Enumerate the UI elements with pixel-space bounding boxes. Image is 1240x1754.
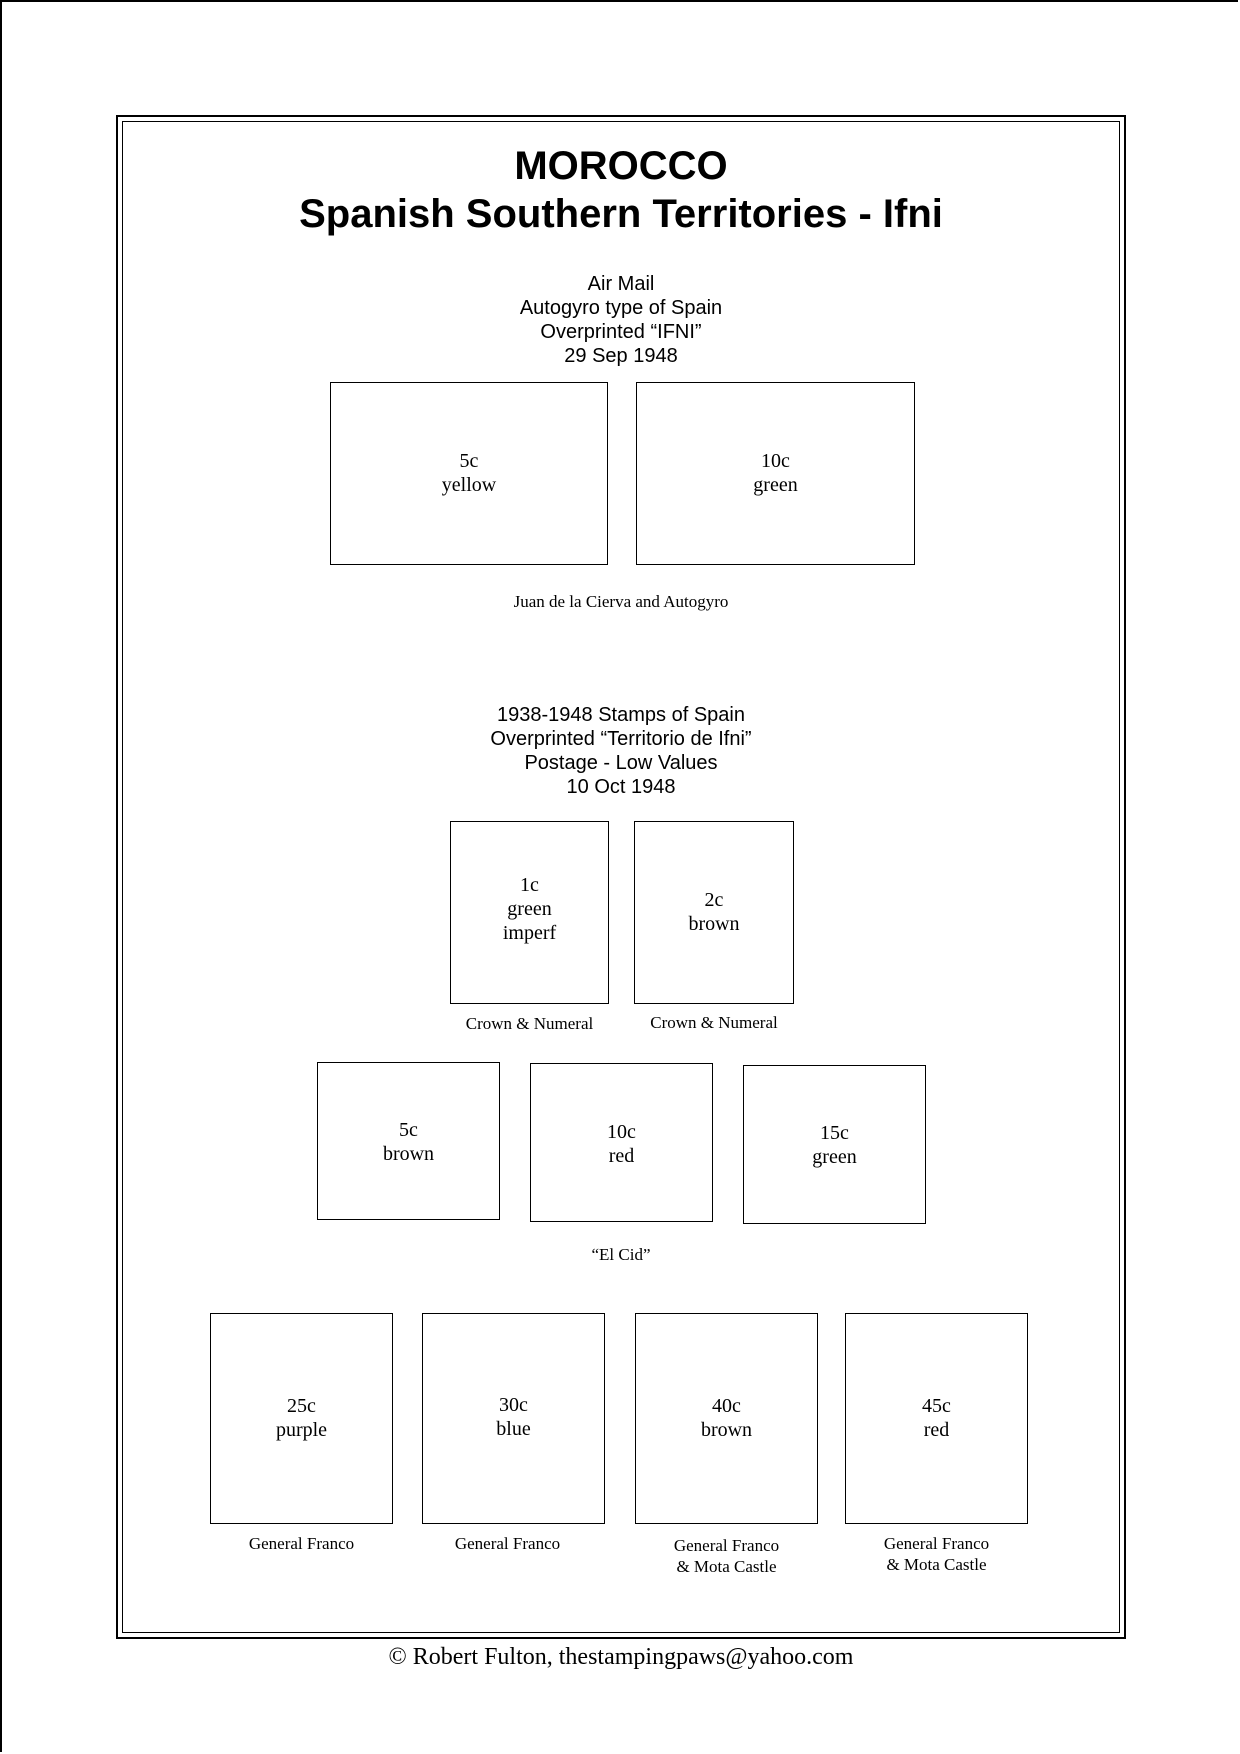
- stamp-box: 5c yellow: [330, 382, 608, 565]
- stamp-box: 40c brown: [635, 1313, 818, 1524]
- postage-heading-line: 1938-1948 Stamps of Spain: [497, 704, 745, 726]
- postage-heading-line: Postage - Low Values: [524, 752, 718, 774]
- stamp-box: 45c red: [845, 1313, 1028, 1524]
- stamp-caption: General Franco: [454, 1534, 561, 1553]
- stamp-note: imperf: [502, 922, 557, 944]
- page-subtitle: Spanish Southern Territories - Ifni: [299, 192, 943, 236]
- stamp-box: 15c green: [743, 1065, 926, 1224]
- stamp-color: green: [507, 898, 552, 920]
- stamp-caption: & Mota Castle: [676, 1557, 777, 1576]
- stamp-box: 10c green: [636, 382, 915, 565]
- stamp-color: purple: [275, 1419, 328, 1441]
- postage-heading-line: 10 Oct 1948: [566, 776, 676, 798]
- stamp-box: 1c green imperf: [450, 821, 609, 1004]
- stamp-caption: Crown & Numeral: [465, 1014, 594, 1033]
- stamp-caption: “El Cid”: [591, 1245, 651, 1264]
- stamp-color: green: [753, 474, 798, 496]
- copyright-footer: © Robert Fulton, thestampingpaws@yahoo.c…: [388, 1644, 854, 1670]
- stamp-value: 25c: [287, 1395, 316, 1417]
- airmail-heading-line: 29 Sep 1948: [564, 345, 678, 367]
- stamp-caption: & Mota Castle: [886, 1555, 987, 1574]
- stamp-value: 1c: [520, 874, 539, 896]
- airmail-heading-line: Air Mail: [587, 273, 655, 295]
- stamp-caption: General Franco: [883, 1534, 990, 1553]
- stamp-box: 2c brown: [634, 821, 794, 1004]
- stamp-color: yellow: [441, 474, 497, 496]
- stamp-value: 45c: [922, 1395, 951, 1417]
- airmail-heading-line: Overprinted “IFNI”: [540, 321, 702, 343]
- postage-heading-line: Overprinted “Territorio de Ifni”: [490, 728, 752, 750]
- stamp-box: 30c blue: [422, 1313, 605, 1524]
- page-border-outer: [116, 115, 1126, 1639]
- stamp-box: 10c red: [530, 1063, 713, 1222]
- stamp-value: 15c: [820, 1122, 849, 1144]
- stamp-color: red: [923, 1419, 950, 1441]
- stamp-color: green: [812, 1146, 857, 1168]
- stamp-color: brown: [382, 1143, 435, 1165]
- stamp-value: 5c: [399, 1119, 418, 1141]
- stamp-value: 5c: [459, 450, 479, 472]
- stamp-caption: Juan de la Cierva and Autogyro: [513, 592, 729, 611]
- stamp-caption: General Franco: [673, 1536, 780, 1555]
- stamp-box: 25c purple: [210, 1313, 393, 1524]
- stamp-box: 5c brown: [317, 1062, 500, 1220]
- airmail-heading-line: Autogyro type of Spain: [519, 297, 723, 319]
- stamp-caption: General Franco: [248, 1534, 355, 1553]
- page-title: MOROCCO: [514, 144, 728, 188]
- page-border-inner: [122, 121, 1120, 1633]
- stamp-color: brown: [700, 1419, 753, 1441]
- stamp-caption: Crown & Numeral: [650, 1013, 778, 1032]
- stamp-color: brown: [688, 913, 740, 935]
- stamp-value: 40c: [712, 1395, 741, 1417]
- stamp-value: 10c: [607, 1121, 636, 1143]
- stamp-value: 10c: [761, 450, 790, 472]
- stamp-value: 2c: [704, 889, 724, 911]
- stamp-color: red: [608, 1145, 635, 1167]
- stamp-value: 30c: [499, 1394, 528, 1416]
- stamp-color: blue: [496, 1418, 531, 1440]
